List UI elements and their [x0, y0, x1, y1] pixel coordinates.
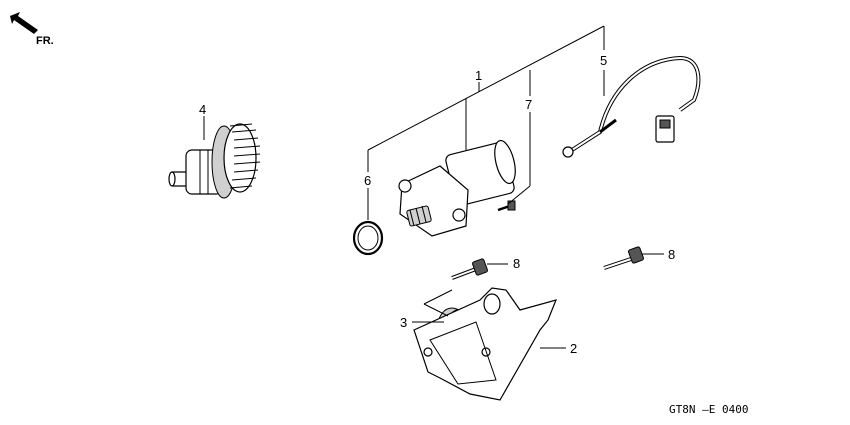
callout-3: 3	[400, 315, 407, 330]
callout-6: 6	[364, 173, 371, 188]
front-arrow-icon	[10, 12, 38, 34]
callout-7: 7	[525, 97, 532, 112]
starter-drive-gear	[168, 123, 261, 199]
starter-motor	[398, 139, 516, 237]
callout-8-left: 8	[513, 256, 520, 271]
flange-bolt-left	[451, 258, 488, 280]
front-label: FR.	[36, 35, 54, 47]
starter-bracket	[413, 287, 558, 401]
callout-2: 2	[570, 341, 577, 356]
callout-8-right: 8	[668, 247, 675, 262]
leader-lines	[367, 25, 664, 349]
callout-5: 5	[600, 53, 607, 68]
callout-1: 1	[475, 68, 482, 83]
small-bolt	[497, 200, 516, 212]
o-ring	[352, 220, 384, 256]
diagram-code: GT8N –E 0400	[669, 403, 748, 416]
callout-4: 4	[199, 102, 206, 117]
flange-bolt-right	[603, 246, 644, 270]
starter-cable	[562, 55, 701, 158]
